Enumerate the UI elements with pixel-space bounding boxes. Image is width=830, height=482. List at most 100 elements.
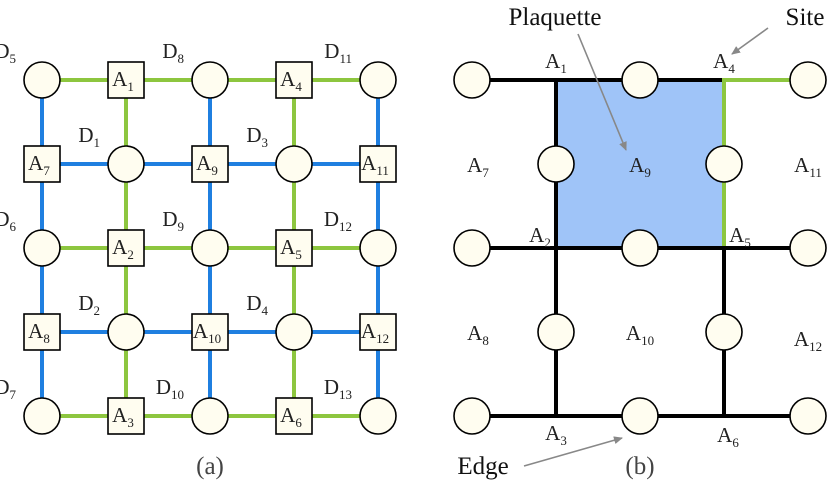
data-qubit-label-subscript: 8 xyxy=(178,51,185,66)
data-qubit-label: D4 xyxy=(246,291,268,318)
data-qubit-label-base: D xyxy=(0,207,10,231)
panel-b-label-base: A xyxy=(626,321,642,345)
data-qubit-label-base: D xyxy=(162,207,177,231)
data-qubit-label-base: D xyxy=(324,39,339,63)
panel-b-label-base: A xyxy=(729,223,745,247)
ancilla-qubit-label: A9 xyxy=(196,151,218,178)
panel-b-label-base: A xyxy=(713,49,729,73)
data-qubit-label-base: D xyxy=(78,123,93,147)
panel-b-label: A9 xyxy=(629,153,651,180)
ancilla-qubit-node xyxy=(23,145,61,183)
ancilla-qubit-label: A1 xyxy=(112,67,134,94)
data-qubit-label-subscript: 9 xyxy=(178,219,185,234)
panel-b-label: A3 xyxy=(545,421,567,448)
panel-b-label: A5 xyxy=(729,223,751,250)
data-qubit-label: D2 xyxy=(78,291,100,318)
data-qubit-label-base: D xyxy=(246,123,261,147)
ancilla-qubit-node xyxy=(359,313,397,351)
data-qubit-label-subscript: 7 xyxy=(10,387,17,402)
panel-b-label-subscript: 8 xyxy=(482,333,489,348)
panel-b-caption: (b) xyxy=(625,453,654,480)
ancilla-qubit-label-subscript: 4 xyxy=(295,79,302,94)
panel-b-label: A11 xyxy=(794,153,822,180)
data-qubit-label-base: D xyxy=(324,207,339,231)
site-node xyxy=(453,61,491,99)
ancilla-qubit-label-base: A xyxy=(280,403,296,427)
panel-b-label-subscript: 6 xyxy=(732,435,739,450)
site-node xyxy=(621,61,659,99)
ancilla-qubit-label-subscript: 6 xyxy=(295,415,302,430)
ancilla-qubit-label-base: A xyxy=(112,235,128,259)
panel-b-label-base: A xyxy=(545,49,561,73)
panel-b-label-subscript: 12 xyxy=(809,339,822,354)
site-node xyxy=(537,145,575,183)
data-qubit-node xyxy=(359,397,397,435)
site-node xyxy=(621,229,659,267)
data-qubit-label: D8 xyxy=(162,39,184,66)
panel-b-label: A1 xyxy=(545,49,567,76)
data-qubit-label-subscript: 12 xyxy=(339,219,352,234)
ancilla-qubit-label-base: A xyxy=(112,403,128,427)
ancilla-qubit-node xyxy=(107,61,145,99)
panel-b-label: A10 xyxy=(626,321,654,348)
data-qubit-label-base: D xyxy=(0,39,10,63)
data-qubit-label: D12 xyxy=(324,207,352,234)
ancilla-qubit-node xyxy=(107,397,145,435)
edge-arrow xyxy=(523,436,623,467)
site-node xyxy=(621,397,659,435)
panel-b-label-subscript: 9 xyxy=(644,165,651,180)
data-qubit-label-base: D xyxy=(162,39,177,63)
data-qubit-node xyxy=(107,313,145,351)
data-qubit-label-subscript: 1 xyxy=(94,135,101,150)
ancilla-qubit-label: A5 xyxy=(280,235,302,262)
panel-a: D5A1D8A4D11A7D1A9D3A11D6A2D9A5D12A8D2A10… xyxy=(0,39,397,480)
panel-b-label-base: A xyxy=(467,321,483,345)
ancilla-qubit-label: A12 xyxy=(361,319,389,346)
data-qubit-label-subscript: 6 xyxy=(10,219,17,234)
panel-b-label-subscript: 3 xyxy=(560,433,567,448)
ancilla-qubit-label: A4 xyxy=(280,67,302,94)
ancilla-qubit-label: A3 xyxy=(112,403,134,430)
ancilla-qubit-label-base: A xyxy=(28,151,44,175)
panel-a-nodes xyxy=(23,61,397,435)
ancilla-qubit-label: A8 xyxy=(28,319,50,346)
site-node xyxy=(537,313,575,351)
panel-b-label: A4 xyxy=(713,49,735,76)
data-qubit-node xyxy=(107,145,145,183)
site-node xyxy=(453,397,491,435)
ancilla-qubit-label-base: A xyxy=(280,67,296,91)
edge-annotation: Edge xyxy=(457,453,508,480)
site-node xyxy=(789,229,827,267)
data-qubit-label: D1 xyxy=(78,123,100,150)
data-qubit-label-subscript: 13 xyxy=(339,387,352,402)
data-qubit-label: D3 xyxy=(246,123,268,150)
ancilla-qubit-label-base: A xyxy=(361,319,377,343)
ancilla-qubit-node xyxy=(191,145,229,183)
ancilla-qubit-label-base: A xyxy=(196,151,212,175)
ancilla-qubit-label-subscript: 11 xyxy=(376,163,389,178)
panel-b-label-base: A xyxy=(629,153,645,177)
ancilla-qubit-label-base: A xyxy=(280,235,296,259)
panel-b-label: A7 xyxy=(467,153,489,180)
data-qubit-node xyxy=(275,313,313,351)
ancilla-qubit-label-subscript: 5 xyxy=(295,247,302,262)
panel-b-label: A8 xyxy=(467,321,489,348)
data-qubit-node xyxy=(275,145,313,183)
data-qubit-label-subscript: 5 xyxy=(10,51,17,66)
panel-b-site-nodes xyxy=(453,61,827,435)
site-node xyxy=(705,145,743,183)
panel-a-caption: (a) xyxy=(196,453,224,480)
ancilla-qubit-label-base: A xyxy=(28,319,44,343)
ancilla-qubit-label: A7 xyxy=(28,151,50,178)
panel-b-label: A6 xyxy=(717,423,739,450)
panel-b-label-subscript: 11 xyxy=(809,165,822,180)
ancilla-qubit-node xyxy=(23,313,61,351)
panel-b-label-subscript: 4 xyxy=(728,61,735,76)
data-qubit-label-subscript: 10 xyxy=(171,387,184,402)
site-node xyxy=(789,61,827,99)
ancilla-qubit-label: A11 xyxy=(361,151,389,178)
ancilla-qubit-label-subscript: 1 xyxy=(127,79,134,94)
data-qubit-node xyxy=(23,229,61,267)
